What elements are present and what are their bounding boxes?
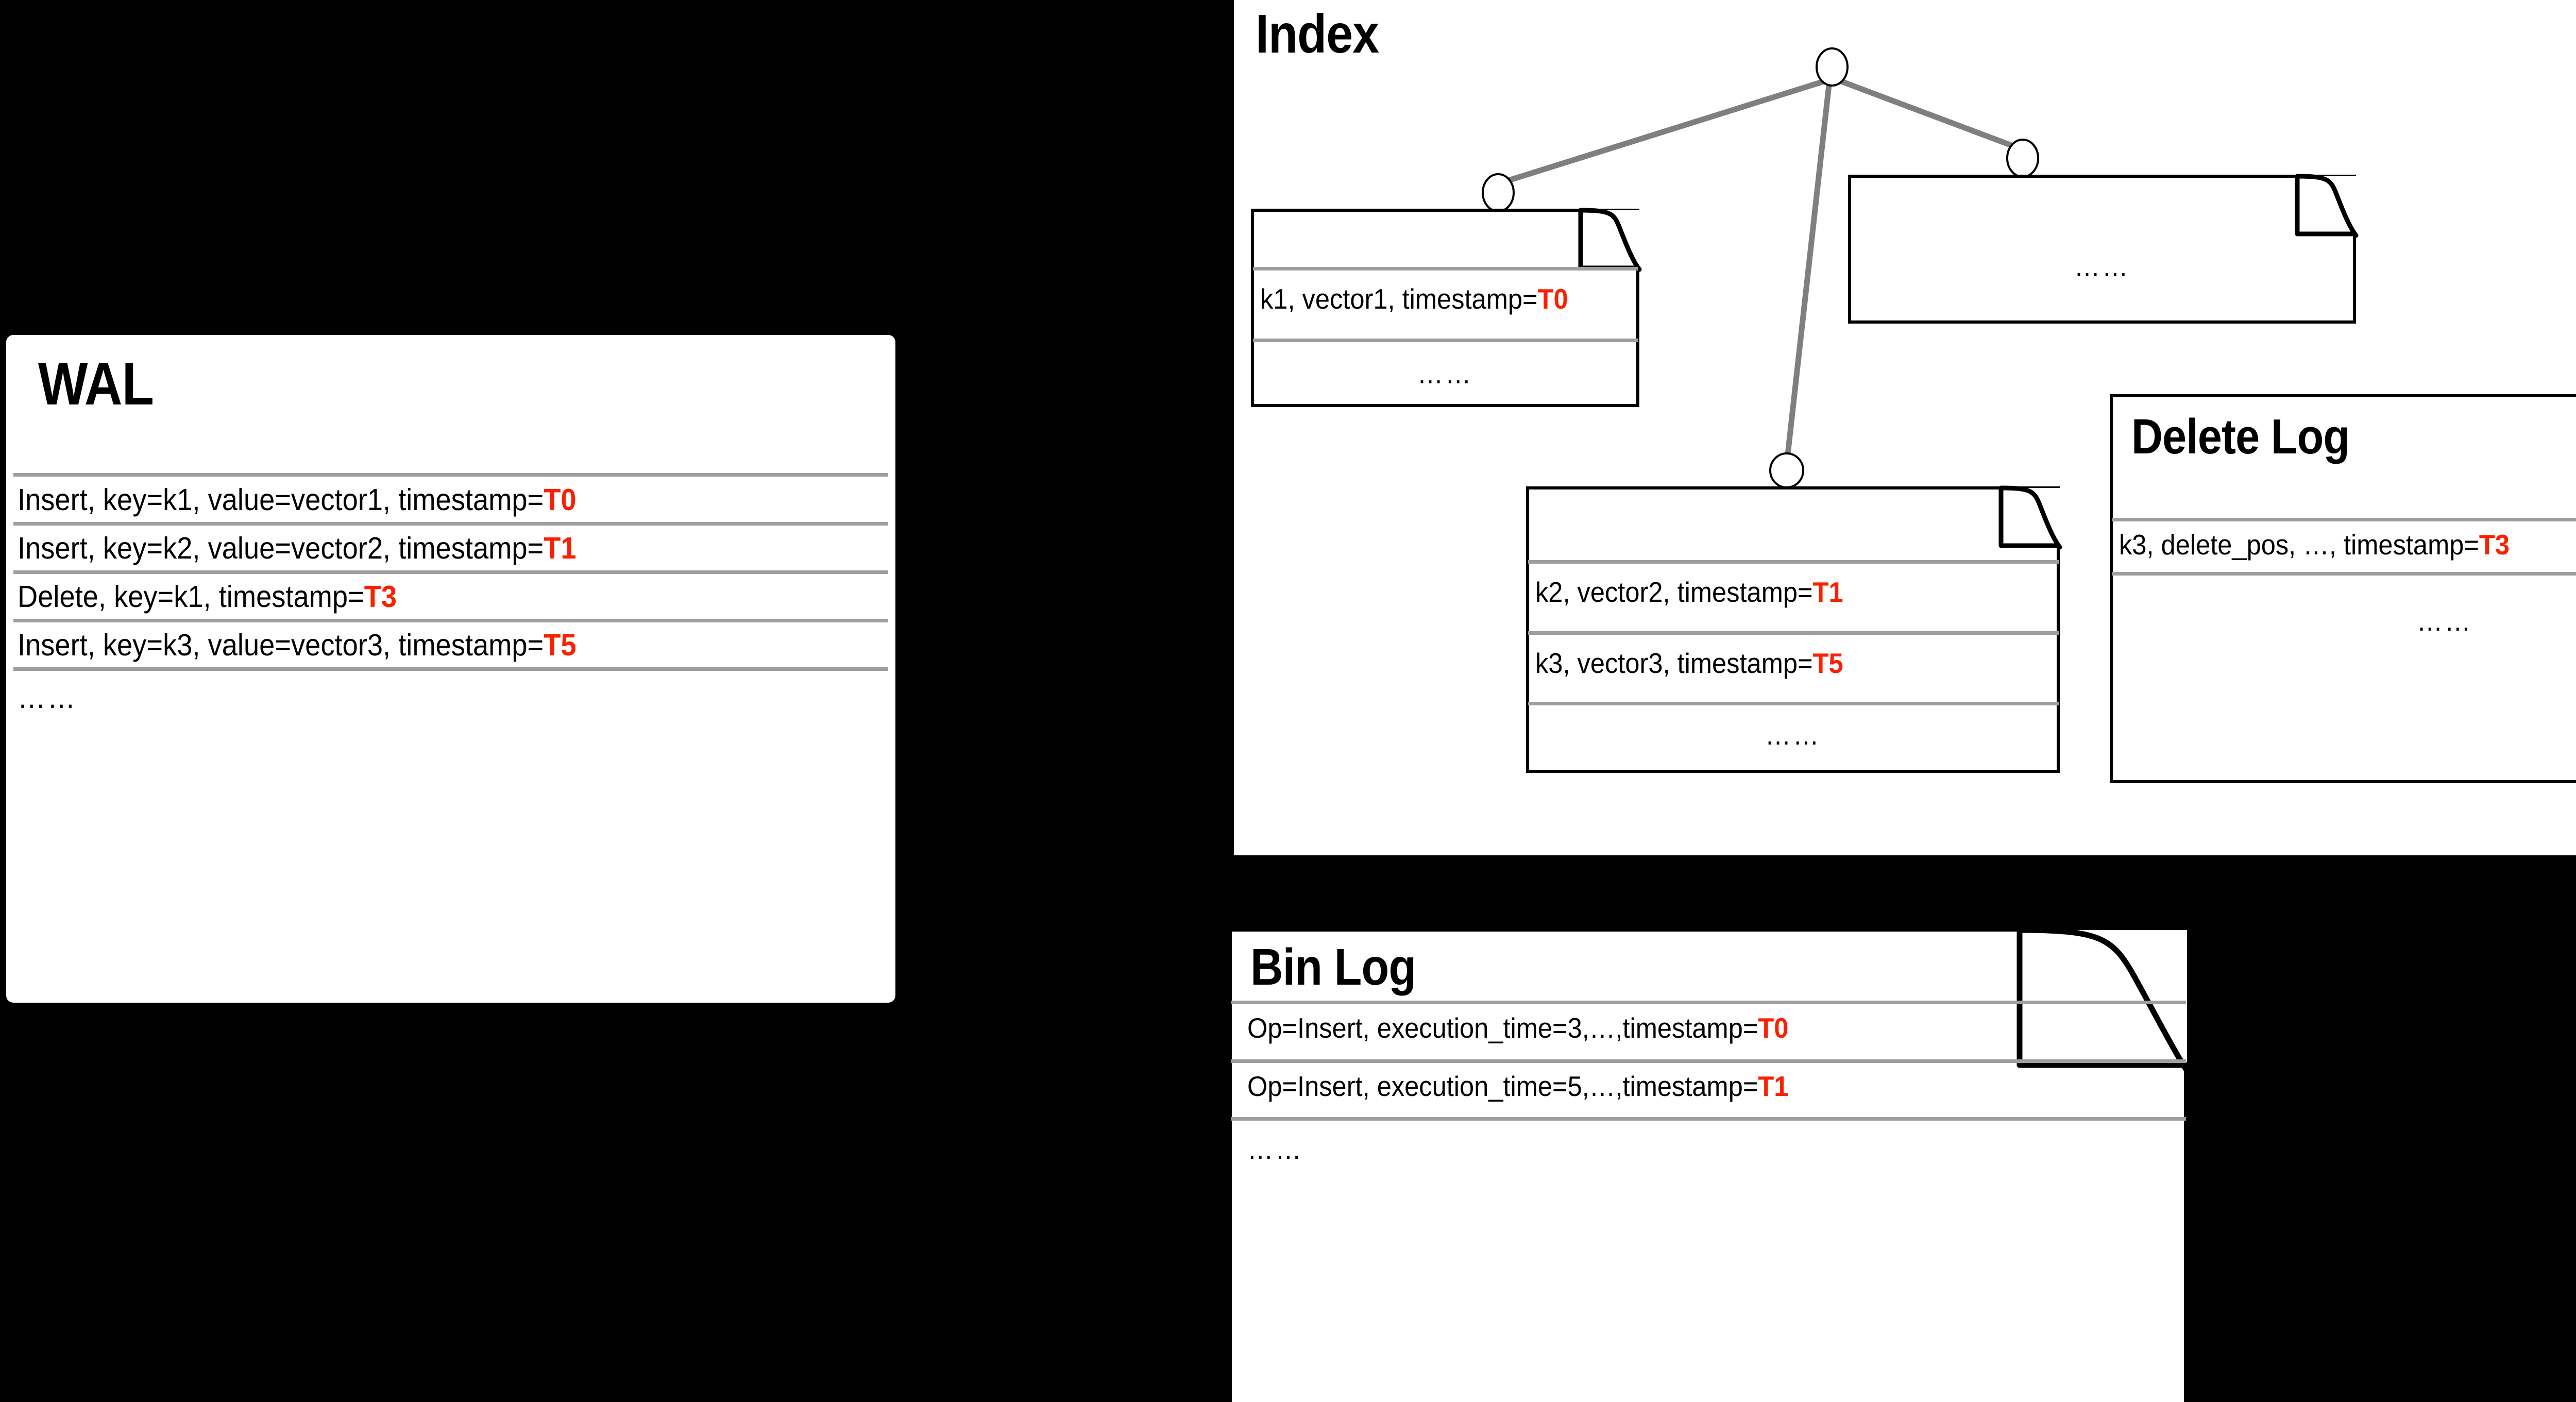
delete-log-row: k3, delete_pos, …, timestamp=T3 (2119, 529, 2510, 560)
bin-log-row-text: Op=Insert, execution_time=3,…,timestamp= (1247, 1012, 1758, 1044)
bin-log-row-text: Op=Insert, execution_time=5,…,timestamp= (1247, 1070, 1758, 1102)
index-leaf-k2k3-row-text: k3, vector3, timestamp= (1535, 647, 1813, 679)
delete-log-body (2110, 394, 2576, 783)
wal-row-timestamp: T1 (544, 531, 577, 565)
delete-log-row-text: …… (2416, 605, 2473, 637)
index-leaf-k2k3-body (1526, 486, 2060, 773)
index-leaf-k2k3-divider (1528, 560, 2059, 564)
bin-log-row-timestamp: T0 (1758, 1012, 1789, 1044)
wal-row-text: Insert, key=k1, value=vector1, timestamp… (18, 483, 544, 517)
wal-row: Insert, key=k2, value=vector2, timestamp… (18, 532, 577, 565)
wal-row-text: …… (18, 681, 77, 715)
index-leaf-right-row-text: …… (2074, 250, 2130, 282)
index-leaf-k2k3-divider (1528, 702, 2059, 705)
wal-row-text: Delete, key=k1, timestamp= (18, 580, 364, 614)
bin-log-divider (1231, 1059, 2186, 1063)
index-leaf-k1-divider (1253, 339, 1638, 342)
delete-log-row-timestamp: T3 (2479, 529, 2510, 561)
index-leaf-k1-body (1251, 209, 1639, 407)
bin-log-body (1229, 928, 2187, 1402)
index-leaf-k1: k1, vector1, timestamp=T0 …… (1251, 208, 1642, 407)
wal-row-timestamp: T3 (364, 580, 397, 614)
index-leaf-k1-row: …… (1266, 358, 1624, 389)
bin-log-card: Bin Log Op=Insert, execution_time=3,…,ti… (1229, 927, 2190, 1402)
delete-log-row-text: k3, delete_pos, …, timestamp= (2119, 529, 2479, 561)
index-leaf-k1-row-timestamp: T0 (1537, 283, 1568, 315)
delete-log-divider (2112, 518, 2576, 521)
bin-log-row: Op=Insert, execution_time=5,…,timestamp=… (1247, 1071, 1788, 1102)
index-leaf-k2k3: k2, vector2, timestamp=T1 k3, vector3, t… (1526, 485, 2062, 773)
wal-divider (13, 667, 888, 671)
wal-row: Insert, key=k3, value=vector3, timestamp… (18, 629, 577, 662)
wal-row: Insert, key=k1, value=vector1, timestamp… (18, 483, 577, 516)
delete-log-title: Delete Log (2131, 409, 2350, 464)
index-leaf-k2k3-row: k3, vector3, timestamp=T5 (1535, 648, 1843, 679)
wal-row: Delete, key=k1, timestamp=T3 (18, 580, 397, 613)
bin-log-title: Bin Log (1250, 938, 1416, 996)
wal-row-text: Insert, key=k2, value=vector2, timestamp… (18, 531, 544, 565)
wal-panel: WAL Insert, key=k1, value=vector1, times… (6, 335, 895, 1003)
bin-log-row: Op=Insert, execution_time=3,…,timestamp=… (1247, 1012, 1788, 1043)
bin-log-row-text: …… (1247, 1133, 1303, 1165)
index-leaf-k1-divider (1253, 267, 1638, 271)
index-leaf-k2k3-row: …… (1547, 719, 2038, 750)
index-leaf-k1-row: k1, vector1, timestamp=T0 (1260, 283, 1568, 314)
index-leaf-right: …… (1848, 174, 2359, 324)
index-leaf-k2k3-row-timestamp: T5 (1812, 647, 1843, 679)
delete-log-row: …… (2137, 605, 2576, 636)
index-leaf-k2k3-row: k2, vector2, timestamp=T1 (1535, 577, 1843, 607)
index-leaf-k2k3-row-text: …… (1765, 719, 1821, 751)
index-leaf-k2k3-divider (1528, 631, 2059, 635)
bin-log-divider (1231, 1117, 2186, 1121)
wal-row-text: Insert, key=k3, value=vector3, timestamp… (18, 628, 544, 662)
index-leaf-right-body (1848, 175, 2356, 324)
bin-log-divider (1231, 1001, 2186, 1004)
bin-log-row-timestamp: T1 (1758, 1070, 1789, 1102)
wal-divider (13, 619, 888, 622)
index-title: Index (1256, 4, 1379, 64)
wal-divider (13, 473, 888, 477)
index-leaf-k1-row-text: k1, vector1, timestamp= (1260, 283, 1538, 315)
wal-title: WAL (38, 350, 154, 417)
wal-divider (13, 522, 888, 526)
delete-log-divider (2112, 572, 2576, 576)
index-leaf-right-row: …… (1868, 251, 2335, 282)
bin-log-row: …… (1247, 1134, 1303, 1164)
wal-row: …… (18, 681, 77, 714)
wal-divider (13, 570, 888, 574)
delete-log-card: Delete Log k3, delete_pos, …, timestamp=… (2110, 394, 2576, 783)
wal-row-timestamp: T0 (544, 483, 577, 517)
index-leaf-k2k3-row-text: k2, vector2, timestamp= (1535, 576, 1813, 608)
index-leaf-k2k3-row-timestamp: T1 (1812, 576, 1843, 608)
index-leaf-k1-row-text: …… (1417, 358, 1473, 390)
wal-row-timestamp: T5 (544, 628, 577, 662)
